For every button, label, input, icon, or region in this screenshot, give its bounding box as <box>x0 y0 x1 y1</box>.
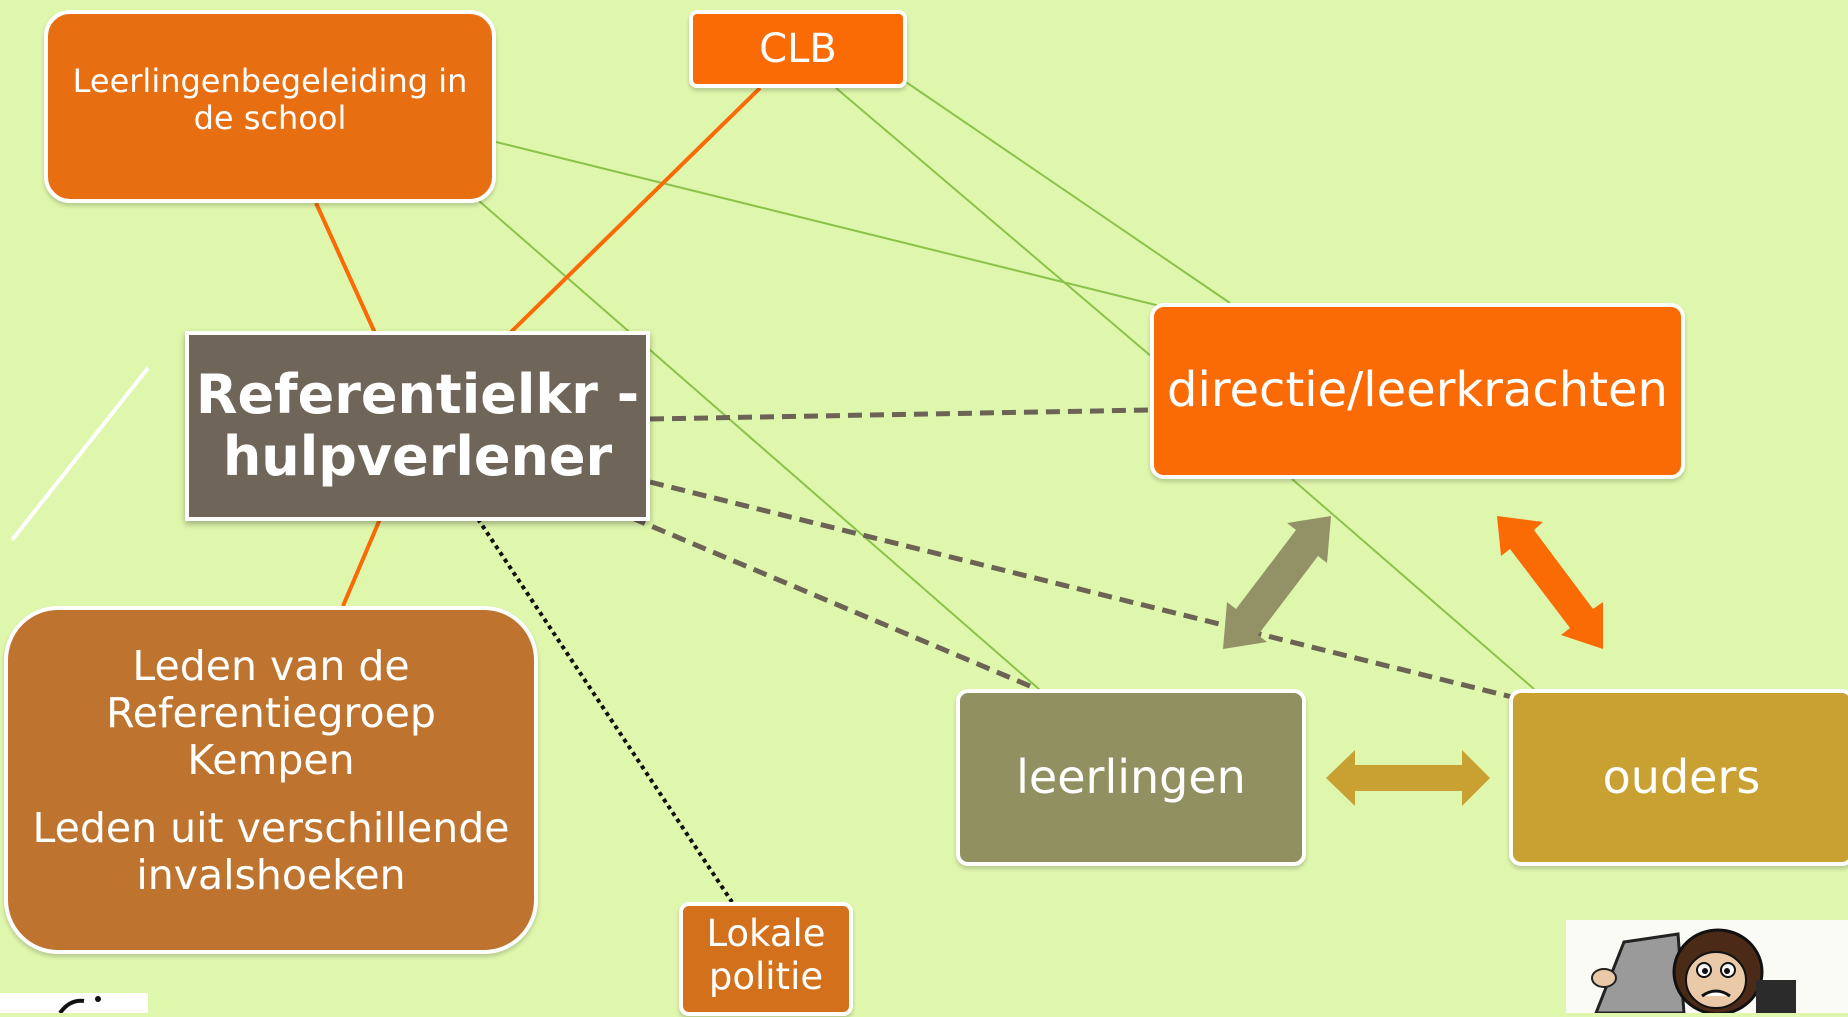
node-leerlingen: leerlingen <box>956 689 1306 866</box>
node-clb-label: CLB <box>759 26 837 72</box>
node-leerlingenbegeleiding: Leerlingenbegeleiding in de school <box>44 10 496 203</box>
arrow-leerlingen-ouders <box>1326 750 1490 806</box>
node-clb: CLB <box>689 10 907 88</box>
dashed-ref-to-leerlingen <box>631 515 1038 692</box>
line-directie-to-ouders <box>1291 478 1535 690</box>
node-directie: directie/leerkrachten <box>1150 303 1685 479</box>
node-politie: Lokale politie <box>679 902 853 1016</box>
node-referentiegroep-p1-line-3: Kempen <box>187 736 355 785</box>
arrow-directie-leerlingen <box>1223 516 1331 649</box>
logo-image <box>0 993 148 1015</box>
node-politie-line-1: Lokale <box>706 912 826 956</box>
line-clb-to-directie <box>902 79 1231 304</box>
node-leerlingenbegeleiding-line-2: de school <box>193 98 347 137</box>
line-lb-to-directie <box>495 141 1161 307</box>
node-referentiegroep: Leden van de Referentiegroep Kempen Lede… <box>4 606 538 954</box>
node-politie-line-2: politie <box>708 955 824 998</box>
node-referentiegroep-p1-line-1: Leden van de <box>132 642 410 691</box>
line-clb-to-ref <box>508 86 762 335</box>
dashed-ref-to-ouders <box>649 479 1513 700</box>
node-referentie: Referentielkr - hulpverlener <box>185 331 650 521</box>
node-referentiegroep-p2-line-1: Leden uit verschillende <box>32 803 510 852</box>
node-referentie-line-2: hulpverlener <box>222 425 613 488</box>
cartoon-image <box>1566 920 1848 1016</box>
dashed-ref-to-directie <box>649 407 1151 422</box>
node-referentie-line-1: Referentielkr - <box>195 362 640 426</box>
node-referentiegroep-paragraph-1: Leden van de Referentiegroep Kempen <box>106 642 436 785</box>
node-referentiegroep-paragraph-2: Leden uit verschillende invalshoeken <box>32 803 510 899</box>
node-directie-label: directie/leerkrachten <box>1167 362 1668 419</box>
line-clb-to-directie-2 <box>835 87 1153 358</box>
line-lb-to-ref <box>314 202 377 334</box>
line-ref-to-refgroep <box>341 518 382 607</box>
node-referentiegroep-p1-line-2: Referentiegroep <box>106 689 436 738</box>
monkey-laptop-icon <box>1591 928 1796 1016</box>
node-leerlingenbegeleiding-line-1: Leerlingenbegeleiding in <box>72 61 468 100</box>
node-leerlingen-label: leerlingen <box>1016 750 1246 805</box>
decorative-white-line <box>10 366 150 542</box>
logo-icon <box>58 996 101 1015</box>
node-referentiegroep-p2-line-2: invalshoeken <box>136 850 406 899</box>
node-ouders: ouders <box>1509 689 1848 866</box>
arrow-directie-ouders <box>1497 516 1603 649</box>
node-ouders-label: ouders <box>1602 750 1761 805</box>
line-lb-to-leerlingen <box>477 199 1041 691</box>
